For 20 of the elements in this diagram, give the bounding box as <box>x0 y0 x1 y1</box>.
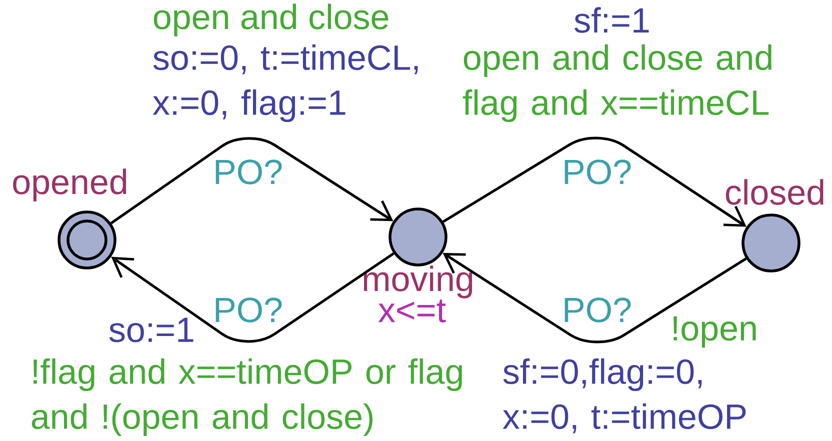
guard-label: !open <box>674 316 756 348</box>
arrow <box>110 137 394 224</box>
update-label: so:=1 <box>109 318 194 342</box>
location-name: opened <box>13 168 126 202</box>
edge-label: PO? <box>216 160 282 184</box>
guard-label: !flag and x==timeOP or flag and !(open and close) <box>32 358 462 436</box>
update-label: sf:=0,flag:=0, x:=0, t:=timeOP <box>502 358 746 434</box>
invariant-label: x<=t <box>378 300 446 322</box>
edge-label: PO? <box>564 160 631 184</box>
edge-label: PO? <box>564 298 631 322</box>
arrow <box>442 252 747 344</box>
location-name: moving <box>364 266 472 298</box>
arrow <box>111 252 394 343</box>
location-name: closed <box>726 179 824 205</box>
edge-label: PO? <box>216 298 282 322</box>
arrow <box>442 136 746 227</box>
update-label: sf:=1 <box>574 7 649 33</box>
guard-label: open and close and flag and x==timeCL <box>462 44 772 122</box>
guard-label: open and close <box>154 4 388 36</box>
update-label: so:=0, t:=timeCL, x:=0, flag:=1 <box>152 44 418 122</box>
